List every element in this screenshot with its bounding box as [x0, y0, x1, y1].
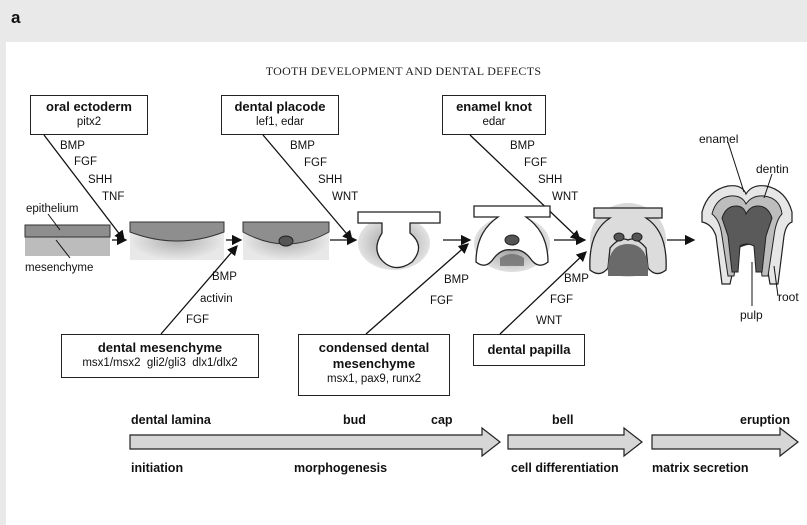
stage-2-tissue — [130, 222, 224, 260]
stage-6-bell — [590, 203, 666, 277]
stage-4-bud — [358, 212, 440, 270]
stage-7-tooth — [702, 142, 792, 306]
stage-block-arrows — [130, 428, 798, 456]
stage-3-tissue — [243, 222, 329, 260]
stage-1-tissue — [25, 214, 110, 258]
stage-5-cap — [474, 206, 550, 272]
